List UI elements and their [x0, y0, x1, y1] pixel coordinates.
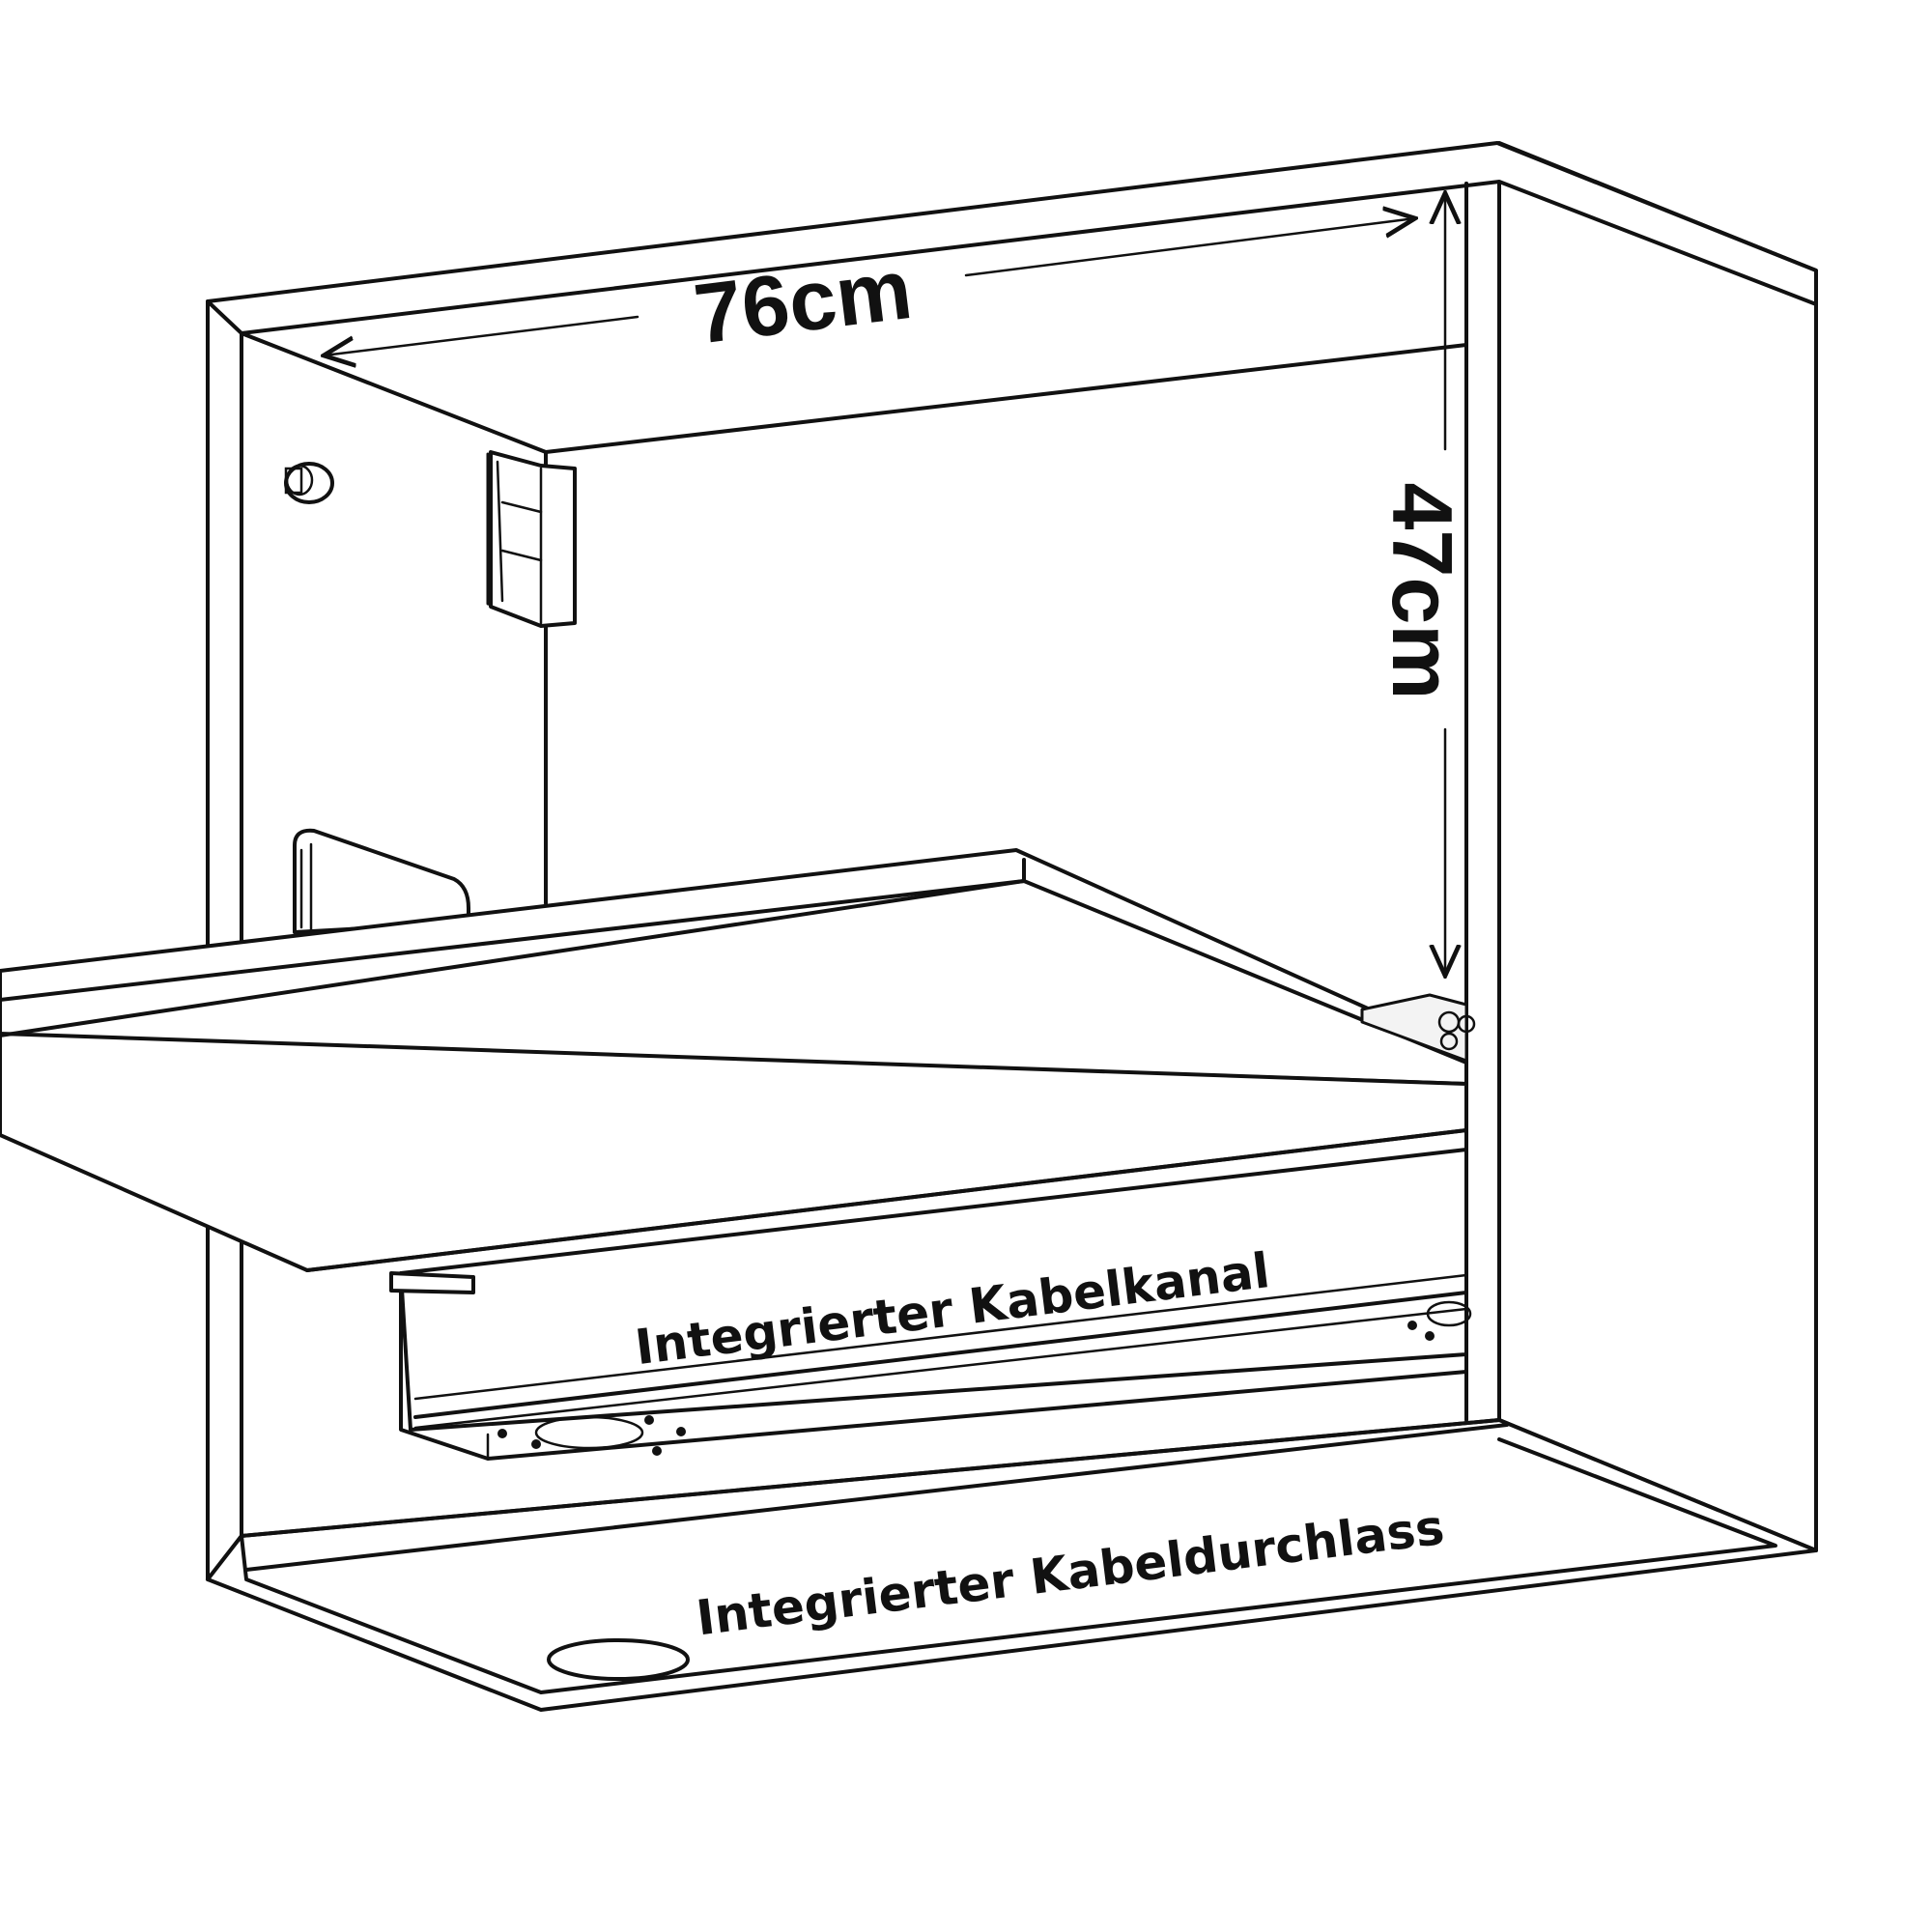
width-dimension-line — [324, 218, 1415, 355]
height-dimension-label: 47cm — [1375, 482, 1470, 699]
cabinet-body — [206, 141, 1818, 1712]
hinge-icon — [284, 462, 334, 504]
right-side-panel — [1497, 141, 1818, 1552]
shelf-top — [0, 848, 1468, 1086]
cable-channel — [389, 1148, 1472, 1461]
left-side-panel — [206, 299, 243, 1581]
bottom-panel — [206, 1418, 1818, 1712]
socket-bracket-icon — [486, 450, 577, 628]
cable-passage-hole — [547, 1638, 690, 1681]
drawer-slide — [1360, 993, 1476, 1063]
pull-out-shelf — [0, 848, 1468, 1272]
cable-holder-icon — [293, 828, 470, 934]
